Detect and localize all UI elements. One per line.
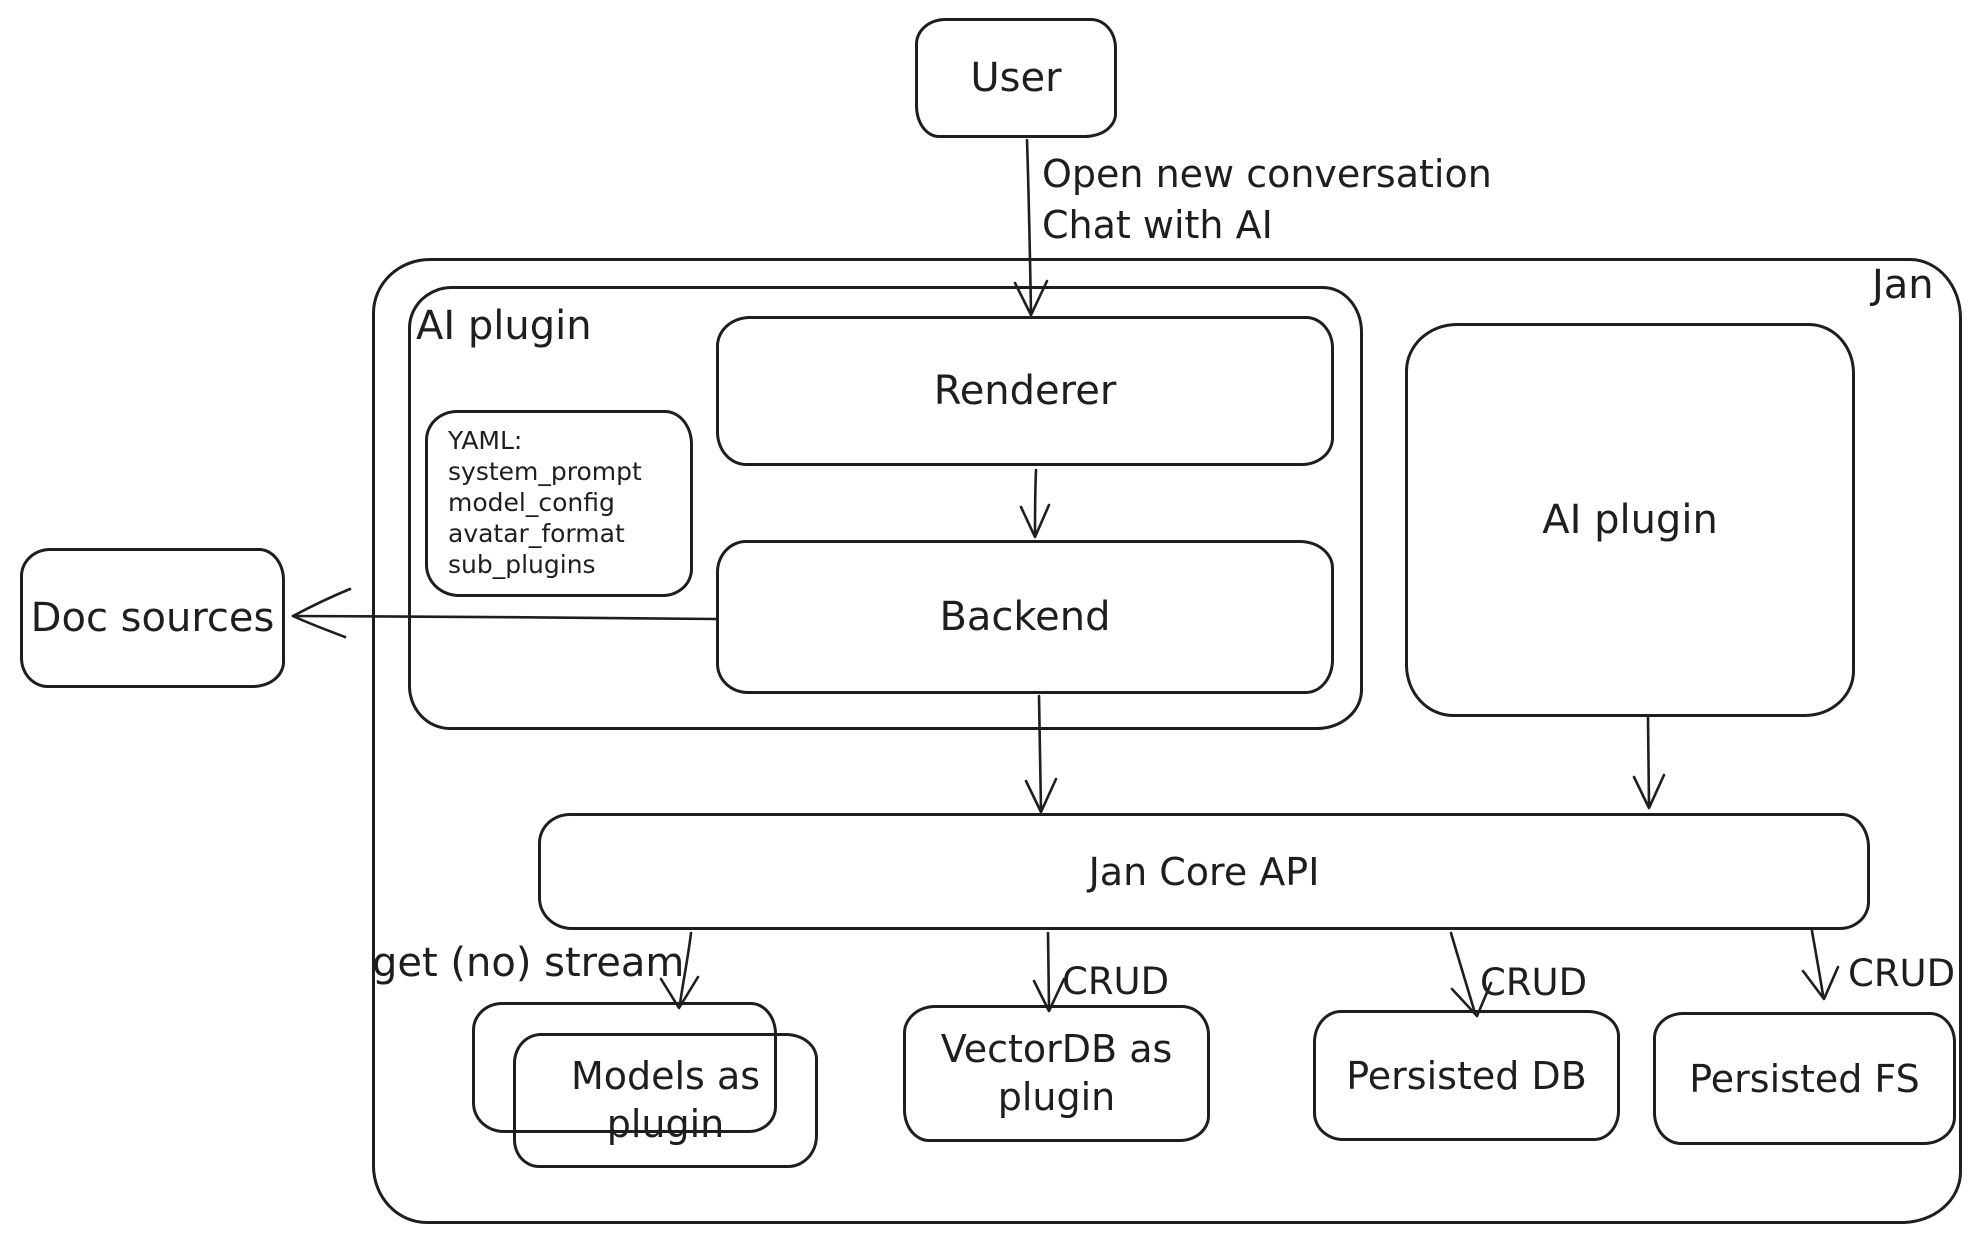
jan-core-api-box: Jan Core API — [538, 813, 1870, 930]
doc-sources-box: Doc sources — [20, 548, 285, 688]
user-edge-label-line1: Open new conversation — [1042, 152, 1492, 196]
yaml-note-title: YAML: — [448, 426, 523, 455]
ai-plugin-box: AI plugin — [1405, 323, 1855, 717]
yaml-note-line: system_prompt — [448, 457, 642, 486]
renderer-box-label: Renderer — [933, 368, 1117, 414]
ai-plugin-container-label: AI plugin — [416, 303, 592, 349]
yaml-note-line: sub_plugins — [448, 550, 596, 579]
jan-container — [372, 258, 1962, 1224]
crud-edge-label-db: CRUD — [1480, 961, 1588, 1004]
user-edge-label-line2: Chat with AI — [1042, 203, 1273, 247]
persisted-fs-box-label: Persisted FS — [1689, 1056, 1920, 1101]
persisted-fs-box: Persisted FS — [1653, 1012, 1956, 1145]
models-box-label-line1: Models as — [570, 1054, 761, 1098]
jan-core-api-box-label: Jan Core API — [1088, 849, 1320, 894]
models-box-outer — [472, 1002, 777, 1133]
yaml-note-line: model_config — [448, 488, 615, 517]
models-box: Models as plugin — [513, 1033, 818, 1168]
user-box-label: User — [970, 55, 1062, 101]
ai-plugin-box-label: AI plugin — [1542, 497, 1718, 543]
backend-box: Backend — [716, 540, 1334, 694]
crud-edge-label-fs: CRUD — [1848, 952, 1956, 995]
ai-plugin-container — [408, 286, 1363, 730]
vectordb-box: VectorDB as plugin — [903, 1005, 1210, 1142]
backend-box-label: Backend — [939, 594, 1111, 640]
yaml-note-line: avatar_format — [448, 519, 625, 548]
user-box: User — [915, 18, 1117, 138]
persisted-db-box-label: Persisted DB — [1346, 1053, 1587, 1098]
doc-sources-box-label: Doc sources — [30, 595, 275, 641]
crud-edge-label-vectordb: CRUD — [1062, 960, 1170, 1003]
yaml-note: YAML: system_prompt model_config avatar_… — [425, 410, 693, 597]
jan-container-label: Jan — [1872, 262, 1934, 308]
stream-edge-label: get (no) stream — [372, 940, 685, 986]
persisted-db-box: Persisted DB — [1313, 1010, 1620, 1141]
vectordb-box-label-line2: plugin — [997, 1074, 1116, 1119]
models-box-label-line2: plugin — [606, 1101, 725, 1146]
vectordb-box-label-line1: VectorDB as — [940, 1027, 1173, 1071]
renderer-box: Renderer — [716, 316, 1334, 466]
